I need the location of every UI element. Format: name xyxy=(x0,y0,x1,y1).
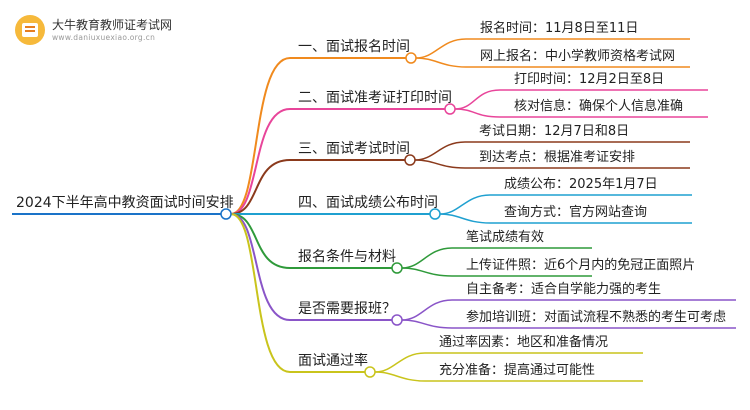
branch-topic: 报名条件与材料 xyxy=(298,249,396,265)
branch-link xyxy=(230,213,291,269)
branch-topic: 四、面试成绩公布时间 xyxy=(298,195,438,211)
leaf-link xyxy=(401,299,453,321)
leaf-link xyxy=(454,108,501,118)
logo-icon xyxy=(15,15,45,45)
branch-node xyxy=(444,103,456,115)
leaf-link xyxy=(454,89,501,110)
branch-topic: 是否需要报班？ xyxy=(298,301,396,317)
site-title: 大牛教育教师证考试网 xyxy=(52,18,173,32)
branch-node xyxy=(405,52,417,64)
leaf-topic: 通过率因素：地区和准备情况 xyxy=(439,335,609,350)
leaf-link xyxy=(415,38,467,59)
leaf-topic: 考试日期：12月7日和8日 xyxy=(479,124,630,139)
leaf-link xyxy=(401,319,453,329)
leaf-topic: 网上报名：中小学教师资格考试网 xyxy=(480,49,676,64)
branch-node xyxy=(364,366,376,378)
leaf-link xyxy=(414,141,466,161)
leaf-topic: 查询方式：官方网站查询 xyxy=(504,205,648,220)
leaf-link xyxy=(374,371,426,382)
branch-node xyxy=(404,154,416,166)
branch-topic: 二、面试准考证打印时间 xyxy=(298,90,452,106)
leaf-link xyxy=(415,57,467,68)
leaf-topic: 参加培训班：对面试流程不熟悉的考生可考虑 xyxy=(466,310,727,325)
branch-node xyxy=(391,314,403,326)
leaf-topic: 上传证件照：近6个月内的免冠正面照片 xyxy=(466,258,696,273)
leaf-topic: 到达考点：根据准考证安排 xyxy=(479,150,636,165)
leaf-topic: 自主备考：适合自学能力强的考生 xyxy=(466,282,662,297)
leaf-topic: 打印时间：12月2日至8日 xyxy=(514,72,665,87)
leaf-link xyxy=(401,267,453,277)
root-topic: 2024下半年高中教资面试时间安排 xyxy=(16,195,234,211)
leaf-topic: 报名时间：11月8日至11日 xyxy=(480,21,639,36)
branch-node xyxy=(391,262,403,274)
branch-link xyxy=(230,57,291,215)
branch-topic: 一、面试报名时间 xyxy=(298,39,410,55)
leaf-topic: 核对信息：确保个人信息准确 xyxy=(514,99,684,114)
branch-link xyxy=(230,108,291,215)
leaf-topic: 成绩公布：2025年1月7日 xyxy=(504,177,658,192)
branch-link xyxy=(230,213,291,373)
branch-node xyxy=(429,208,441,220)
branch-topic: 三、面试考试时间 xyxy=(298,141,410,157)
leaf-link xyxy=(439,213,491,224)
root-node xyxy=(220,208,232,220)
leaf-link xyxy=(414,159,466,169)
leaf-link xyxy=(374,352,426,373)
site-url: www.daniuxuexiao.org.cn xyxy=(52,33,156,42)
branch-link xyxy=(230,213,291,321)
leaf-topic: 笔试成绩有效 xyxy=(466,230,545,245)
leaf-topic: 充分准备：提高通过可能性 xyxy=(439,363,596,378)
leaf-link xyxy=(439,194,491,215)
branch-link xyxy=(230,159,291,215)
leaf-link xyxy=(401,247,453,269)
branch-topic: 面试通过率 xyxy=(298,353,368,369)
